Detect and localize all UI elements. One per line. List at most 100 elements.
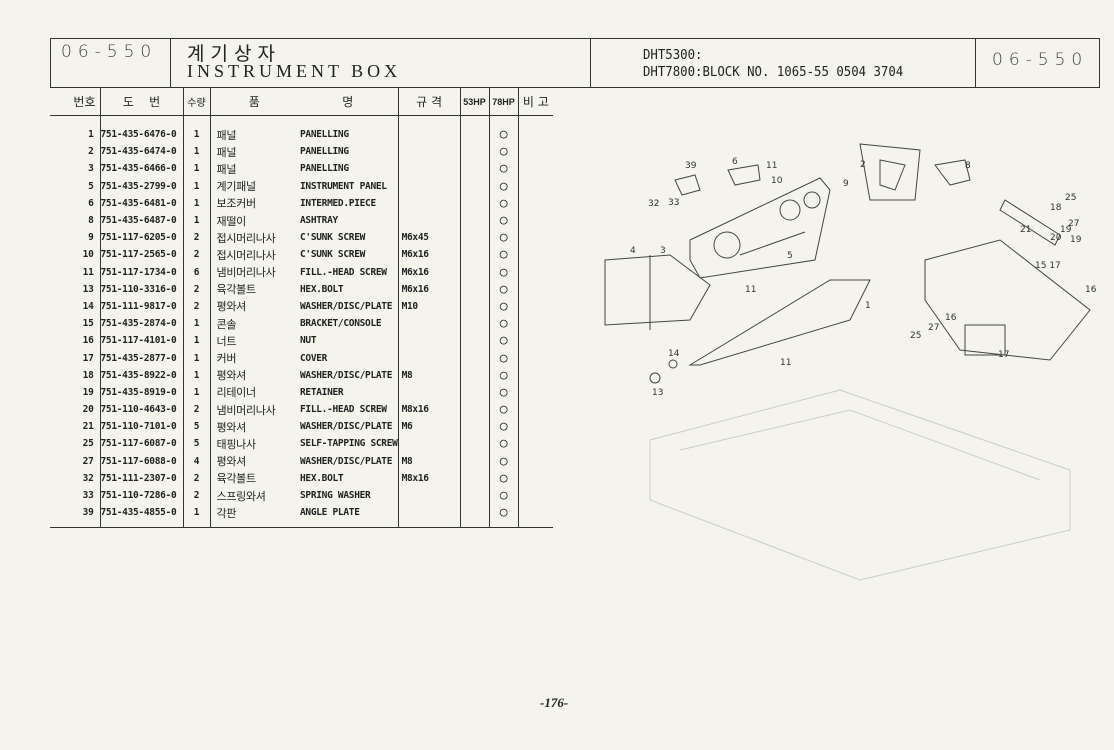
col-spec: 규 격	[397, 88, 461, 116]
name-korean: 콘솔	[209, 315, 298, 333]
name-english: NUT	[300, 335, 317, 347]
name-english: ASHTRAY	[300, 215, 338, 227]
title-korean: 계기상자	[187, 43, 281, 65]
specification	[397, 504, 461, 529]
hp78-mark: ○	[488, 452, 519, 470]
callout-label: 25	[910, 331, 921, 341]
name-korean: 패널	[209, 115, 298, 144]
part-number: 751-110-4643-0	[99, 401, 183, 419]
specification: M6	[397, 418, 461, 436]
quantity: 2	[182, 486, 210, 505]
remarks	[517, 452, 554, 470]
ashtray-part-8	[934, 159, 971, 186]
name-korean: 재떨이	[209, 211, 298, 230]
name-korean: 패널	[209, 160, 298, 178]
name-english: HEX.BOLT	[300, 472, 344, 484]
callout-label: 3	[660, 246, 666, 256]
specification	[397, 177, 461, 195]
item-number: 15	[82, 318, 94, 330]
part-number: 751-117-4101-0	[99, 332, 183, 350]
callout-label: 4	[630, 246, 636, 256]
hp78-mark: ○	[488, 349, 519, 367]
quantity: 2	[182, 229, 210, 247]
name-english: SPRING WASHER	[300, 490, 371, 502]
item-number: 33	[82, 490, 94, 502]
item-number: 8	[88, 215, 94, 227]
remarks	[517, 229, 554, 247]
hp78-mark: ○	[488, 177, 519, 195]
quantity: 1	[182, 143, 210, 161]
callout-label: 16	[945, 313, 957, 323]
hp53-mark	[459, 143, 490, 161]
callout-label: 11	[780, 358, 791, 368]
name-english: ANGLE PLATE	[298, 504, 399, 529]
hp53-mark	[459, 332, 490, 350]
hp78-mark: ○	[488, 263, 519, 281]
section-code-cell-right: 06-550	[976, 39, 1101, 87]
remarks	[517, 435, 554, 453]
part-number: 751-435-6481-0	[99, 194, 183, 212]
specification: M6x45	[397, 229, 461, 247]
hp53-mark	[459, 229, 490, 247]
callout-label: 32	[648, 199, 659, 209]
callout-label: 6	[732, 157, 738, 167]
remarks	[517, 486, 554, 505]
item-number: 5	[88, 180, 94, 192]
hp53-mark	[459, 246, 490, 264]
hp78-mark: ○	[488, 469, 519, 487]
quantity: 2	[182, 297, 210, 316]
name-english: RETAINER	[300, 386, 344, 398]
specification	[397, 315, 461, 333]
callout-label: 39	[685, 161, 697, 171]
quantity: 1	[182, 332, 210, 350]
model-info: DHT5300: DHT7800:BLOCK NO. 1065-55 0504 …	[643, 47, 903, 81]
callout-label: 33	[668, 198, 679, 208]
hp53-mark	[459, 383, 490, 401]
callout-label: 8	[965, 161, 971, 171]
name-english: PANELLING	[300, 163, 349, 175]
item-number: 17	[82, 352, 94, 364]
specification	[397, 194, 461, 212]
hex-bolt-part-13	[649, 359, 678, 384]
part-number: 751-110-7286-0	[99, 486, 183, 505]
hp78-mark: ○	[488, 332, 519, 350]
callout-label: 16	[1085, 285, 1097, 295]
quantity: 1	[182, 177, 210, 195]
quantity: 5	[182, 418, 210, 436]
item-number: 11	[82, 266, 94, 278]
item-number: 6	[88, 197, 94, 209]
name-korean: 냄비머리나사	[209, 401, 298, 419]
quantity: 1	[182, 160, 210, 178]
remarks	[517, 263, 554, 281]
callout-label: 18	[1050, 203, 1062, 213]
item-number: 10	[82, 249, 94, 261]
specification: M8	[397, 366, 461, 384]
name-korean: 너트	[209, 332, 298, 350]
part-number: 751-435-2874-0	[99, 315, 183, 333]
hp53-mark	[459, 349, 490, 367]
name-korean: 평와셔	[209, 452, 298, 470]
hp78-mark: ○	[488, 401, 519, 419]
specification: M6x16	[397, 280, 461, 298]
hp53-mark	[459, 452, 490, 470]
specification: M8	[397, 452, 461, 470]
hp53-mark	[459, 401, 490, 419]
part-number: 751-435-8922-0	[99, 366, 183, 384]
item-number: 19	[82, 386, 94, 398]
quantity: 6	[182, 263, 210, 281]
callout-label: 17	[998, 350, 1009, 360]
intermed-piece-part-6	[727, 164, 761, 186]
hp53-mark	[459, 435, 490, 453]
col-remarks: 비 고	[517, 88, 554, 116]
name-korean: 계기패널	[209, 177, 298, 195]
quantity: 1	[182, 211, 210, 230]
specification: M10	[397, 297, 461, 316]
hp53-mark	[459, 177, 490, 195]
title-english: INSTRUMENT BOX	[187, 61, 402, 81]
part-number: 751-435-2877-0	[99, 349, 183, 367]
